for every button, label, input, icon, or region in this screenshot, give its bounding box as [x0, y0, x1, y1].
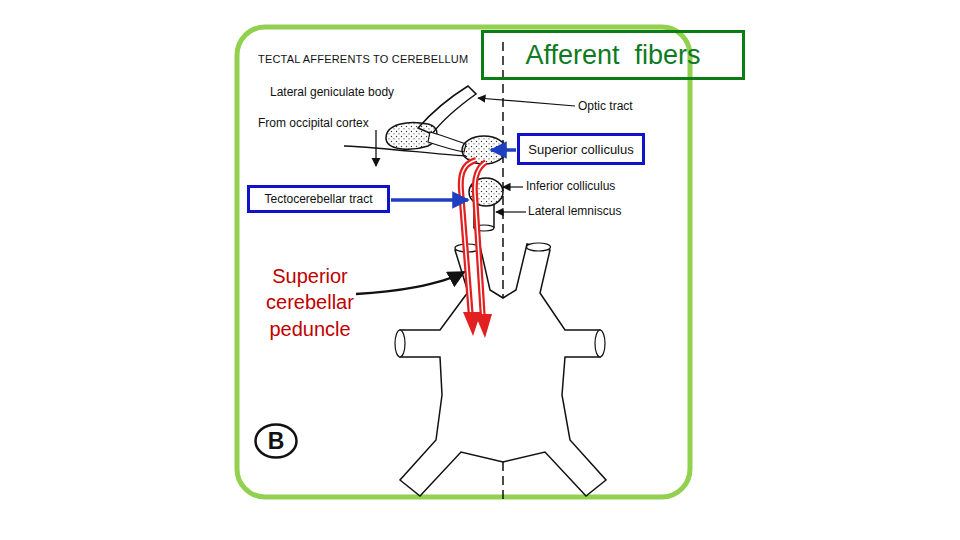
leader-line [478, 98, 575, 106]
brachium [428, 132, 466, 152]
structure-label: Lateral geniculate body [270, 85, 394, 99]
peduncle-end [527, 243, 551, 251]
pointer-arrow [491, 148, 516, 152]
callout-box: Tectocerebellar tract [247, 185, 390, 213]
frame [237, 27, 690, 497]
peduncle-end [595, 330, 605, 357]
structure-label: Lateral lemniscus [528, 204, 621, 218]
tract-arrow-core [475, 162, 486, 320]
callout-text: Superior colliculus [528, 142, 634, 157]
figure-title: TECTAL AFFERENTS TO CEREBELLUM [258, 53, 468, 65]
leader-line [503, 186, 523, 187]
structure-label-red: Superior cerebellar peduncle [250, 263, 370, 342]
pointer-arrow [356, 272, 464, 294]
tract-arrow-core [461, 160, 476, 318]
callout-text: Tectocerebellar tract [264, 192, 372, 206]
peduncle-end [395, 330, 405, 357]
callout-text: Afferent fibers [525, 40, 700, 71]
callout-box: Afferent fibers [481, 30, 745, 80]
leader-line [496, 211, 526, 212]
callout-box: Superior colliculus [517, 133, 645, 165]
structure-label: Optic tract [578, 99, 633, 113]
tract-arrow-head [475, 314, 492, 338]
structure-label: From occipital cortex [258, 116, 369, 130]
cortical-fibres [344, 146, 466, 156]
badge-ellipse [256, 425, 297, 458]
cortex-arrow [375, 130, 376, 166]
tract-arrow [475, 162, 486, 320]
panel-letter: B [268, 428, 285, 455]
structure-label: Inferior colliculus [526, 179, 615, 193]
panel-badge: B [254, 423, 298, 459]
cerebellum-outline [400, 244, 606, 496]
pointer-arrow [391, 198, 468, 202]
